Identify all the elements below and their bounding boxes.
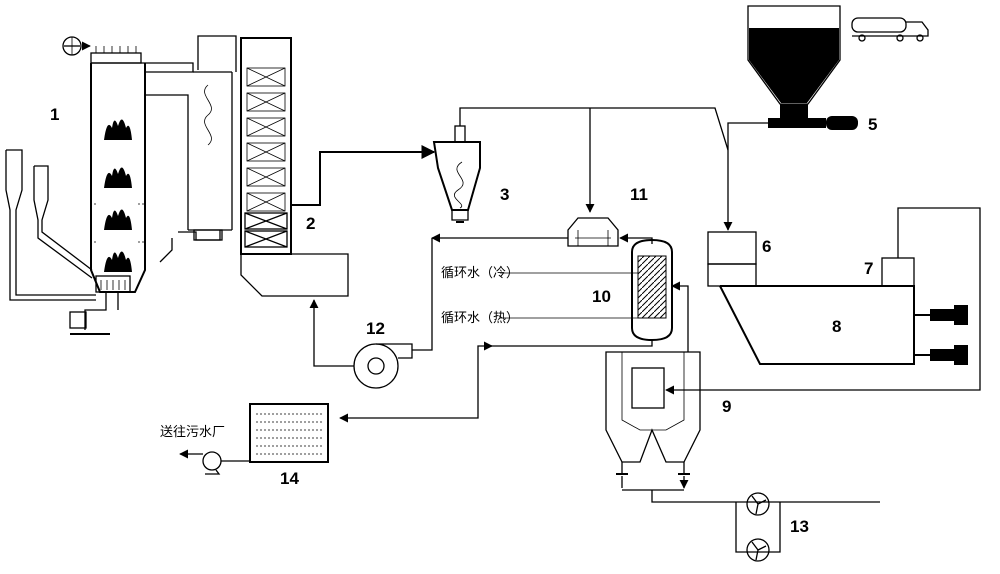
label-unit-13: 13 <box>790 517 809 536</box>
reactor-vessel <box>665 207 981 395</box>
flame-icon <box>104 119 132 272</box>
tube-bank <box>244 67 288 248</box>
label-unit-12: 12 <box>366 319 385 338</box>
label-unit-11: 11 <box>630 185 648 204</box>
label-unit-5: 5 <box>868 115 877 134</box>
tanker-truck-icon <box>851 17 929 42</box>
label-unit-1: 1 <box>50 105 59 124</box>
feed-hopper <box>747 5 858 130</box>
boiler-unit <box>5 35 237 335</box>
label-to-sewage-plant: 送往污水厂 <box>160 424 225 439</box>
label-unit-6: 6 <box>762 237 771 256</box>
motor-icon <box>914 305 968 365</box>
label-unit-9: 9 <box>722 397 731 416</box>
twin-scrubber <box>605 351 880 503</box>
label-unit-2: 2 <box>306 214 315 233</box>
label-cooling-water-hot: 循环水（热） <box>441 310 519 325</box>
axial-blower-icon <box>735 492 781 562</box>
top-vents <box>95 46 137 53</box>
label-unit-3: 3 <box>500 185 509 204</box>
label-unit-10: 10 <box>592 287 611 306</box>
centrifugal-fan-icon <box>353 343 413 389</box>
label-unit-7: 7 <box>864 259 873 278</box>
wastewater-tank <box>249 403 329 463</box>
label-cooling-water-cold: 循环水（冷） <box>441 265 519 280</box>
label-unit-8: 8 <box>832 317 841 336</box>
pump-icon <box>202 451 250 475</box>
heat-exchanger-column <box>159 37 349 297</box>
drum-valve-icon <box>62 36 91 56</box>
condenser-separator <box>567 217 619 247</box>
cyclone-separator <box>432 125 481 223</box>
shell-tube-exchanger <box>631 238 673 342</box>
label-unit-14: 14 <box>280 469 299 488</box>
